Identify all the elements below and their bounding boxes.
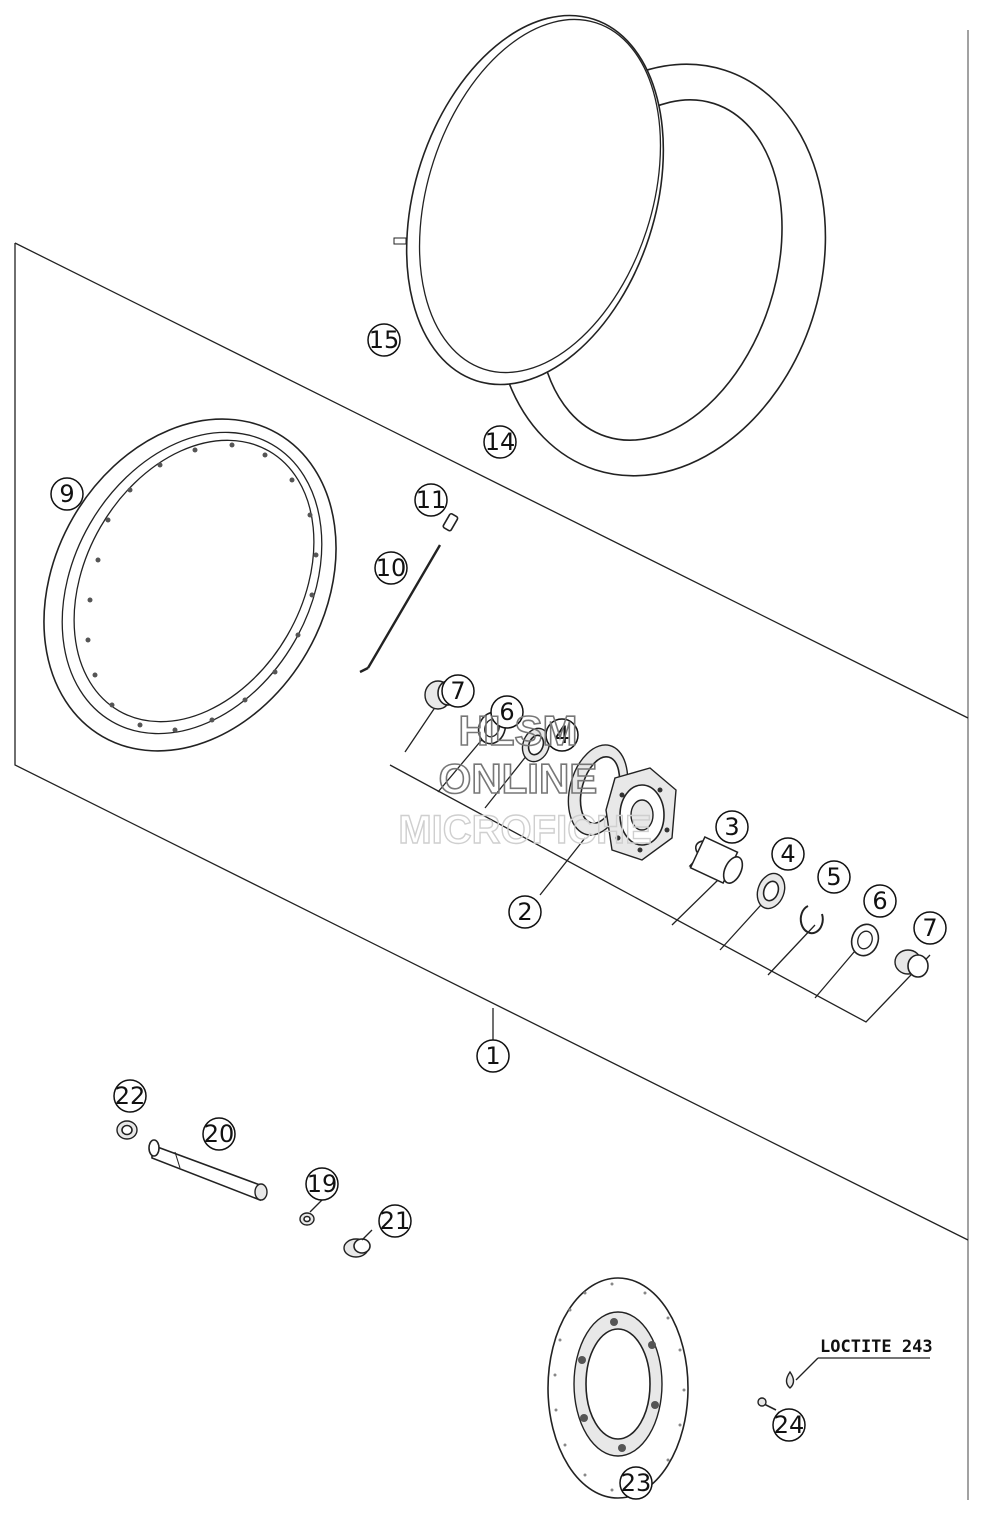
callout-19: 19	[305, 1167, 339, 1201]
callout-7b-label: 7	[922, 914, 937, 942]
circlip-part	[799, 905, 824, 935]
leader-line-3	[671, 879, 719, 926]
callout-24-label: 24	[774, 1411, 805, 1439]
callout-5-label: 5	[826, 863, 841, 891]
callout-24: 24	[772, 1408, 806, 1442]
callout-1-label: 1	[485, 1042, 500, 1070]
callout-15-label: 15	[369, 326, 400, 354]
callout-5: 5	[817, 860, 851, 894]
callout-21: 21	[378, 1204, 412, 1238]
bearing-right-part	[756, 872, 786, 910]
callout-3-label: 3	[724, 813, 739, 841]
loctite-leader-line	[795, 1357, 819, 1381]
callout-22-label: 22	[115, 1082, 146, 1110]
nut-22-part	[116, 1120, 138, 1140]
callout-6a: 6	[490, 695, 524, 729]
callout-20-label: 20	[204, 1120, 235, 1148]
callout-4b-label: 4	[780, 840, 795, 868]
watermark-line2: ONLINE	[439, 755, 598, 802]
callout-2-label: 2	[517, 898, 532, 926]
collar-bolt-21-part	[343, 1238, 371, 1258]
callout-10-label: 10	[376, 554, 407, 582]
callout-14: 14	[483, 425, 517, 459]
callout-3: 3	[715, 810, 749, 844]
callout-7a-label: 7	[450, 677, 465, 705]
callout-23: 23	[619, 1466, 653, 1500]
callout-7b: 7	[913, 911, 947, 945]
loctite-label: LOCTITE 243	[820, 1337, 933, 1357]
assembly-group-outline	[14, 243, 969, 1241]
callout-6a-label: 6	[499, 698, 514, 726]
screw-24-part	[757, 1397, 777, 1411]
callout-6b: 6	[863, 884, 897, 918]
callout-2: 2	[508, 895, 542, 929]
leader-line-5	[767, 924, 816, 976]
leader-line-6b	[814, 944, 861, 999]
callout-22: 22	[113, 1079, 147, 1113]
callout-15: 15	[367, 323, 401, 357]
callout-19-label: 19	[307, 1170, 338, 1198]
callout-23-label: 23	[621, 1469, 652, 1497]
rim-tape-part	[393, 14, 665, 386]
leader-line-21	[361, 1229, 373, 1241]
callout-4a: 4	[545, 718, 579, 752]
callout-6b-label: 6	[872, 887, 887, 915]
bearing-left-part	[521, 727, 551, 763]
callout-9: 9	[50, 477, 84, 511]
callout-7a: 7	[441, 674, 475, 708]
watermark: HLSM ONLINE MICROFICHE	[398, 706, 653, 853]
wheel-spindle-part	[148, 1139, 268, 1202]
brake-disc-part	[547, 1277, 689, 1499]
distance-tube-part	[688, 835, 744, 885]
bushing-right-part	[894, 949, 929, 978]
loctite-drop-icon	[785, 1370, 795, 1389]
callout-10: 10	[374, 551, 408, 585]
shaft-seal-right-part	[850, 923, 880, 957]
rim-part	[43, 418, 337, 752]
spoke-part	[359, 544, 442, 674]
hub-leader-baseline	[389, 764, 931, 1023]
callout-9-label: 9	[59, 480, 74, 508]
watermark-line1: HLSM	[459, 707, 578, 754]
assembly-group-top-edge	[14, 242, 969, 719]
wheel-hub-part	[567, 744, 677, 861]
spoke-nipple-part	[442, 513, 459, 532]
leader-line-2	[539, 837, 586, 896]
callout-11: 11	[414, 483, 448, 517]
callout-20: 20	[202, 1117, 236, 1151]
callout-4a-label: 4	[554, 721, 569, 749]
leader-line-19	[309, 1199, 323, 1213]
callout-21-label: 21	[380, 1207, 411, 1235]
callout-14-label: 14	[485, 428, 516, 456]
callout-4b: 4	[771, 837, 805, 871]
callout-11-label: 11	[416, 486, 447, 514]
watermark-line3: MICROFICHE	[398, 808, 651, 852]
washer-19-part	[299, 1212, 315, 1226]
callout-1: 1	[476, 1039, 510, 1073]
